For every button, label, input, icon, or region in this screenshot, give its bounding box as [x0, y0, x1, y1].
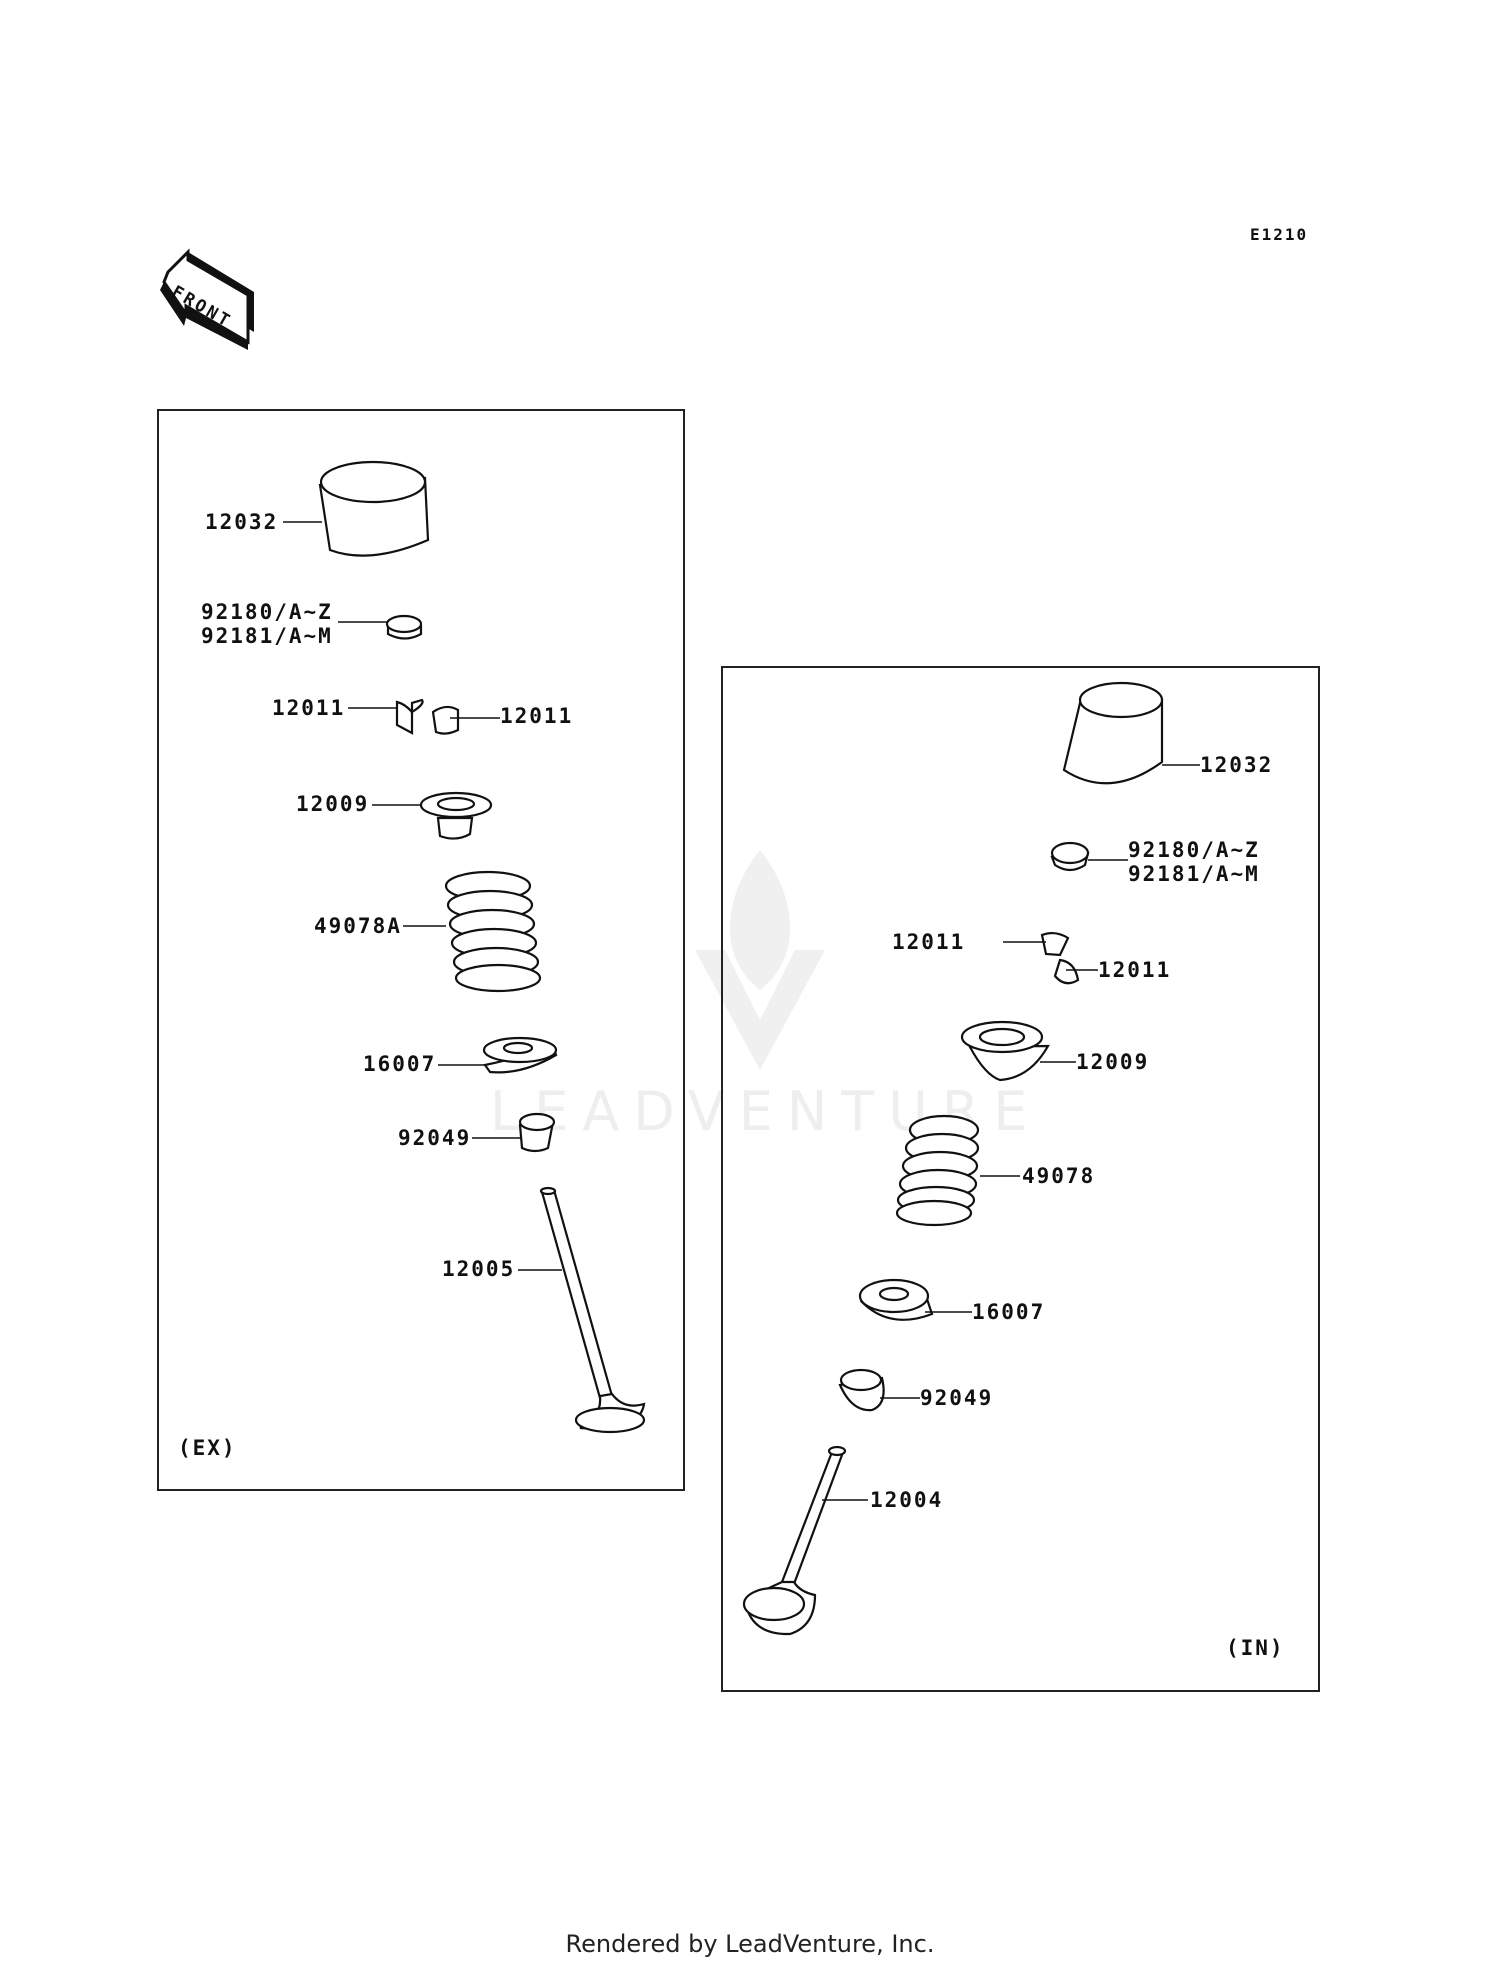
in-tappet-12032: [1062, 681, 1164, 785]
in-panel-tag: (IN): [1226, 1636, 1285, 1660]
ex-retainer-12009: [419, 791, 493, 840]
ex-label-valve: 12005: [442, 1257, 516, 1281]
ex-label-seal: 92049: [398, 1126, 472, 1150]
ex-seat-16007: [482, 1036, 558, 1074]
ex-cotters-12011: [395, 698, 460, 735]
footer-credit: Rendered by LeadVenture, Inc.: [565, 1930, 935, 1958]
in-label-cotter-left: 12011: [892, 930, 966, 954]
ex-tappet-12032: [318, 460, 430, 557]
diagram-code: E1210: [1250, 225, 1309, 244]
in-label-shim-b: 92181/A~M: [1128, 862, 1260, 886]
in-label-cotter-right: 12011: [1098, 958, 1172, 982]
ex-label-retainer: 12009: [296, 792, 370, 816]
in-label-tappet: 12032: [1200, 753, 1274, 777]
in-shim: [1050, 841, 1090, 872]
in-retainer-12009: [960, 1020, 1050, 1082]
ex-label-shim-b: 92181/A~M: [201, 624, 333, 648]
ex-valve-12005: [539, 1186, 646, 1434]
in-spring-49078: [895, 1114, 980, 1227]
in-seal-92049: [838, 1368, 885, 1412]
in-cotters-12011: [1040, 931, 1080, 985]
ex-label-tappet: 12032: [205, 510, 279, 534]
ex-label-cotter-right: 12011: [500, 704, 574, 728]
ex-shim: [385, 614, 423, 640]
in-label-seat: 16007: [972, 1300, 1046, 1324]
ex-label-shim-a: 92180/A~Z: [201, 600, 333, 624]
in-label-shim-a: 92180/A~Z: [1128, 838, 1260, 862]
in-seat-16007: [858, 1278, 934, 1321]
ex-seal-92049: [518, 1112, 556, 1153]
in-label-valve: 12004: [870, 1488, 944, 1512]
in-label-retainer: 12009: [1076, 1050, 1150, 1074]
ex-label-seat: 16007: [363, 1052, 437, 1076]
in-valve-12004: [742, 1445, 847, 1636]
ex-spring-49078A: [444, 870, 542, 993]
in-label-seal: 92049: [920, 1386, 994, 1410]
in-label-spring: 49078: [1022, 1164, 1096, 1188]
intake-panel-frame: [721, 666, 1320, 1692]
ex-panel-tag: (EX): [178, 1436, 237, 1460]
ex-label-cotter-left: 12011: [272, 696, 346, 720]
exhaust-panel-frame: [157, 409, 685, 1491]
ex-label-spring: 49078A: [314, 914, 402, 938]
